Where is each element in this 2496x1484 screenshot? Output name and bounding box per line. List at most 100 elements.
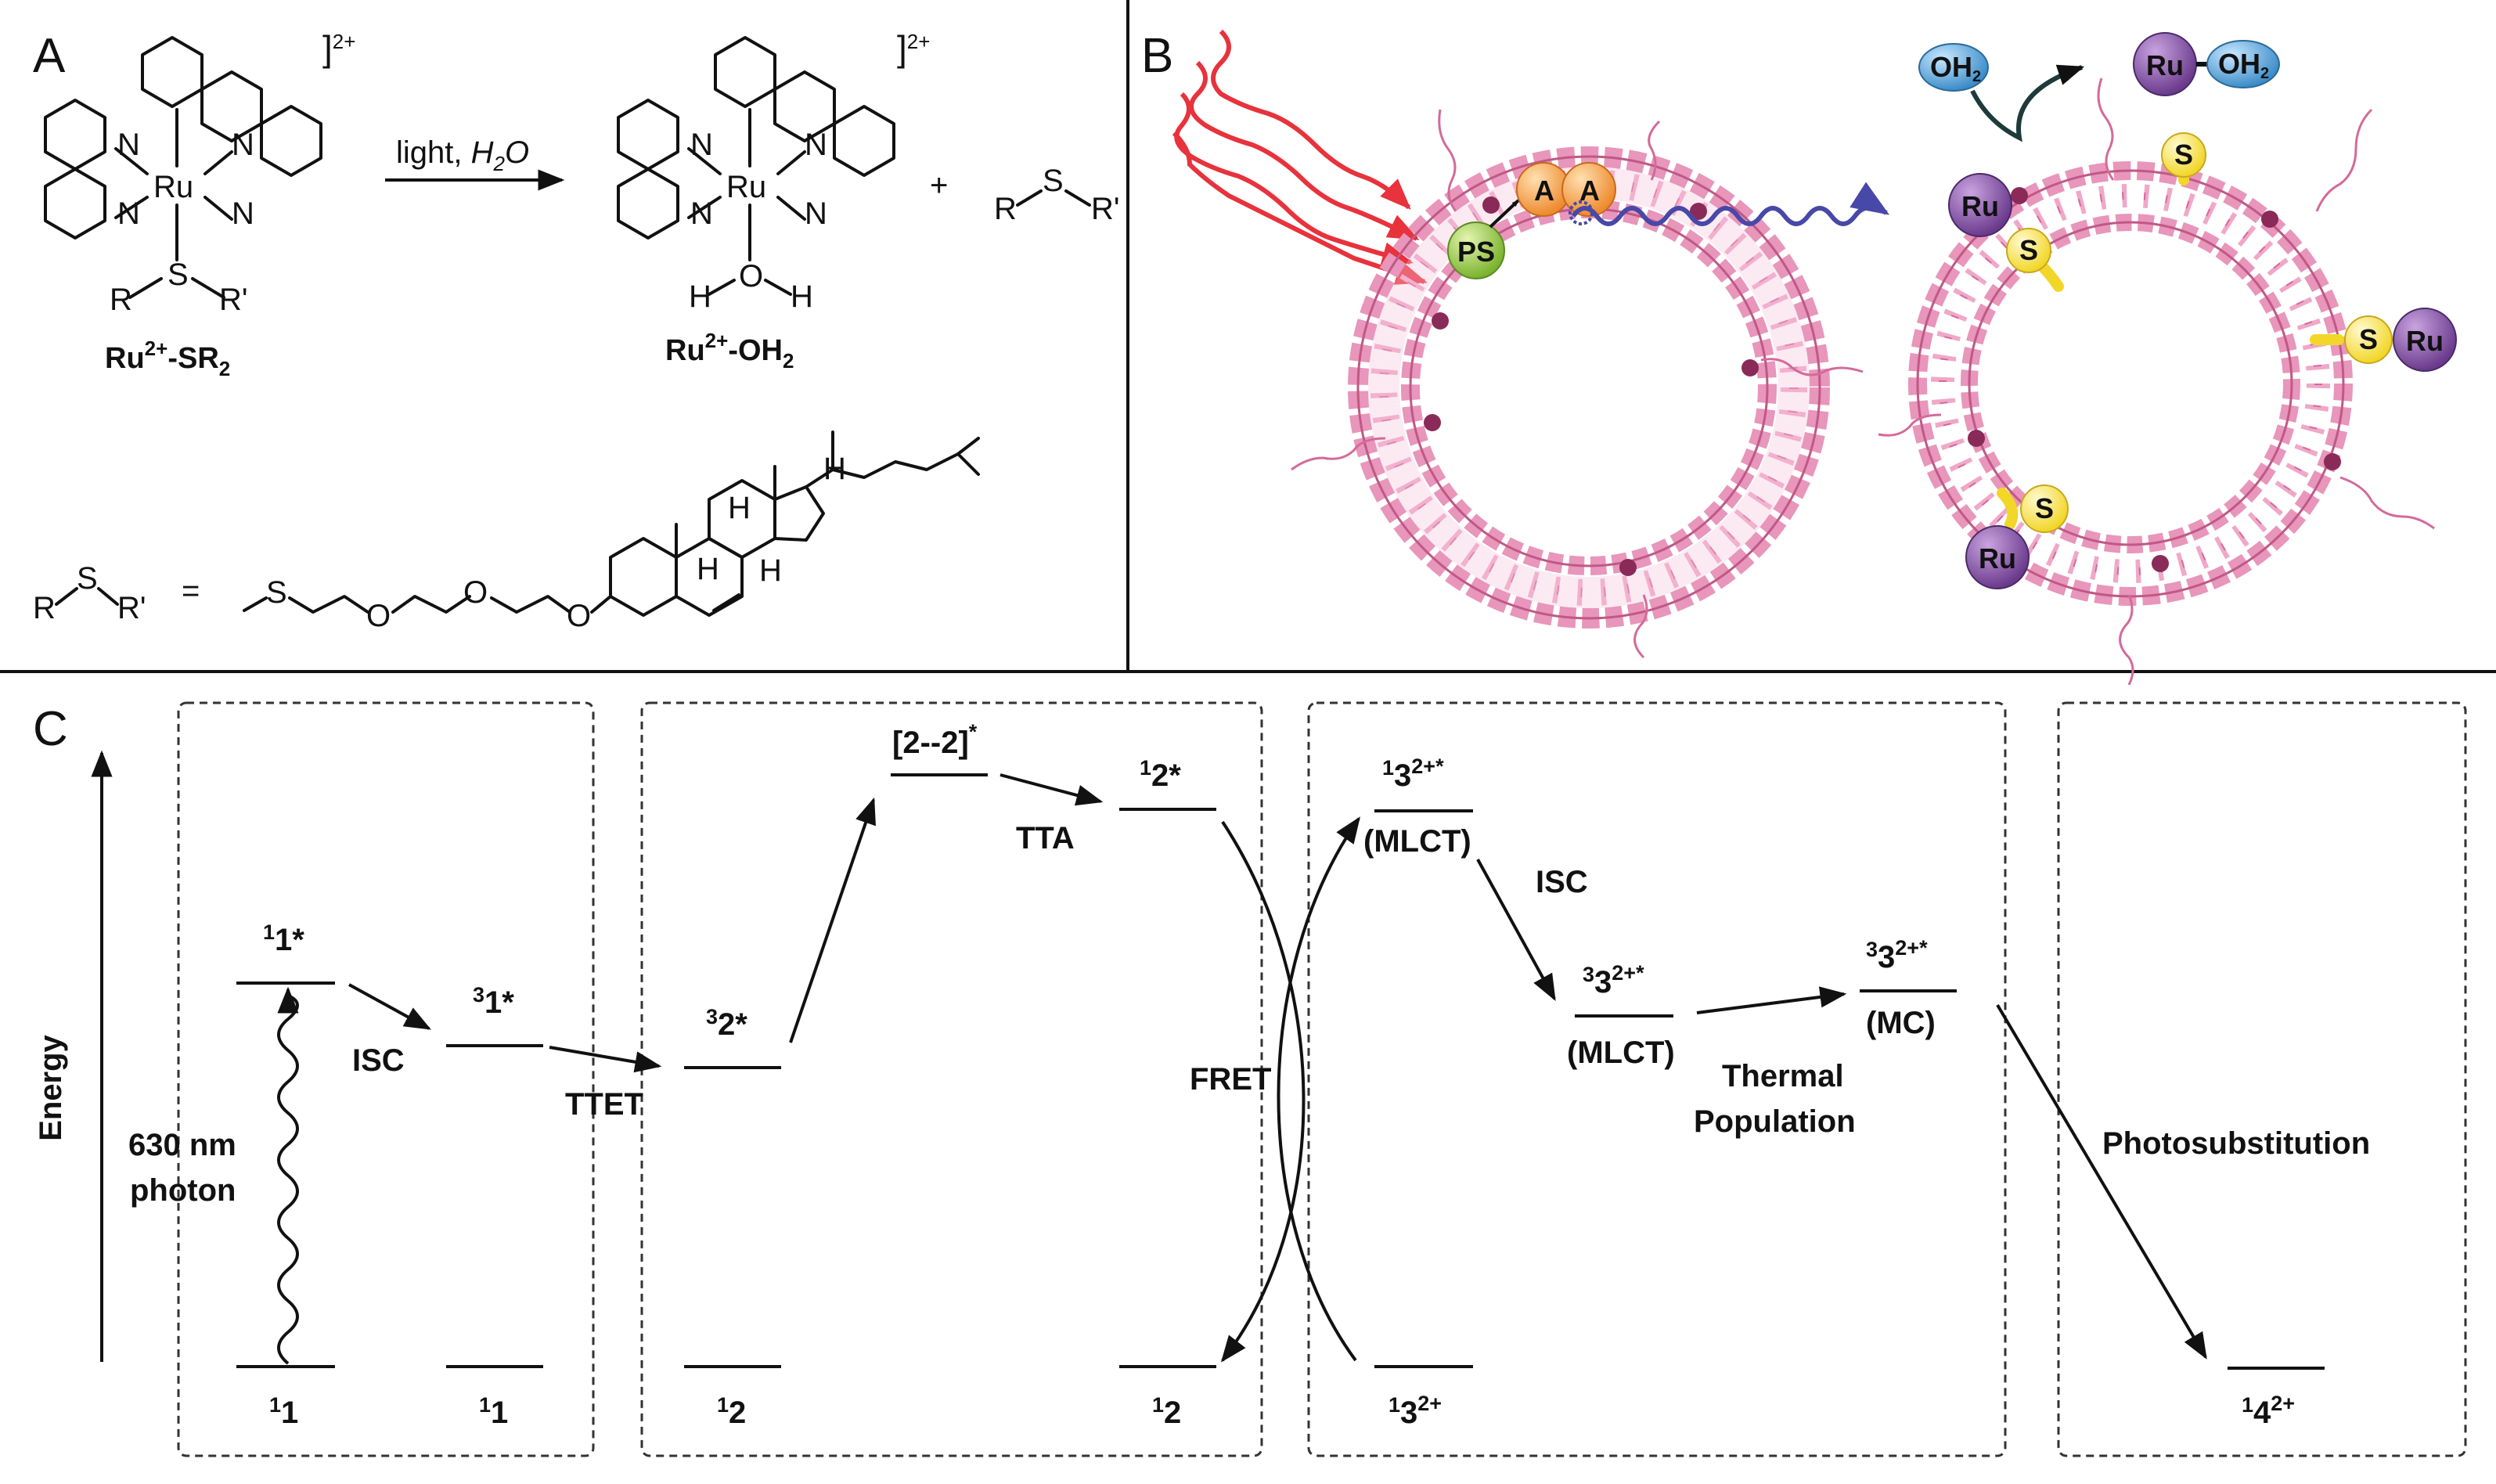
label-dimer: [2--2]* — [892, 720, 978, 760]
ru-s-right: S Ru — [2310, 308, 2457, 372]
energy-levels — [236, 773, 2325, 1370]
label-g4: 142+ — [2242, 1392, 2295, 1430]
ru-s-top-left: Ru S — [1948, 173, 2064, 292]
svg-text:OH2: OH2 — [1930, 51, 1981, 85]
isc-arrow-2 — [1476, 859, 1556, 1001]
svg-text:A: A — [1579, 175, 1600, 207]
photosubstitution-label: Photosubstitution — [2102, 1126, 2370, 1161]
pyridine-ring — [44, 99, 106, 171]
svg-text:Ru: Ru — [2406, 325, 2444, 357]
ligand-exchange-arrow — [1970, 64, 2085, 142]
photon-label-1: 630 nm — [128, 1128, 236, 1162]
atom-n: N — [690, 196, 713, 231]
atom-n: N — [805, 128, 827, 162]
energy-axis-label: Energy — [34, 1034, 68, 1140]
liposome-right — [1878, 77, 2435, 686]
atom-r-prime: R' — [219, 283, 248, 317]
panel-letter-b: B — [1141, 29, 1173, 83]
label-s2-star: 12* — [1140, 756, 1181, 793]
panel-letter-c: C — [33, 702, 68, 756]
atom-r-prime: R' — [117, 591, 146, 625]
label-s1-star: 11* — [263, 920, 304, 957]
label-t1-star: 31* — [473, 983, 514, 1020]
svg-text:Ru: Ru — [2146, 49, 2184, 81]
tta-arrow — [999, 773, 1104, 806]
isc-label-2: ISC — [1536, 865, 1588, 899]
atom-r: R — [33, 591, 56, 625]
svg-text:S: S — [2359, 323, 2378, 355]
photon-absorption-arrow — [277, 986, 299, 1365]
steroid-ring-a — [609, 537, 678, 617]
isc-label-1: ISC — [352, 1043, 405, 1078]
atom-n: N — [117, 128, 140, 162]
panel-letter-a: A — [33, 29, 66, 83]
label-g2b: 12 — [1152, 1393, 1181, 1430]
atom-o: O — [366, 599, 391, 633]
steroid-ring-d — [773, 485, 825, 542]
panel-b-liposome-scheme: PS A A — [1172, 29, 2457, 686]
pyridine-ring — [833, 105, 895, 177]
svg-text:Ru: Ru — [1979, 542, 2016, 575]
thermal-label-1: Thermal — [1722, 1059, 1844, 1093]
plus-sign: + — [930, 168, 948, 203]
ps-ball: PS — [1447, 222, 1505, 279]
box-ru-complex — [1307, 701, 2007, 1457]
upconverted-light-wave — [1571, 182, 1890, 226]
atom-ru: Ru — [726, 170, 766, 204]
photon-label-2: photon — [130, 1173, 236, 1208]
atom-n: N — [805, 196, 827, 231]
water-ball: OH2 — [1918, 43, 1989, 92]
ru-sr2-complex-structure: N N N N Ru S R R' ]2+ Ru2+-SR2 — [44, 28, 355, 380]
charge-product: ]2+ — [897, 28, 930, 69]
ru-oh2-product: Ru OH2 — [2133, 32, 2280, 96]
free-thioether: R S R' — [994, 164, 1120, 226]
panel-c-energy-diagram: Energy 11* 31* 32* [2--2]* 12* 132+* (ML… — [34, 701, 2467, 1457]
label-g1b: 11 — [479, 1393, 508, 1430]
label-g3: 132+ — [1388, 1392, 1442, 1430]
label-t2-star: 32* — [706, 1005, 747, 1042]
atom-h: H — [791, 279, 813, 314]
ttet-arrow — [549, 1046, 662, 1073]
atom-s: S — [266, 575, 287, 610]
atom-r: R — [110, 283, 132, 317]
label-t3-mlct: (MLCT) — [1567, 1036, 1675, 1070]
ttet-label: TTET — [565, 1087, 643, 1122]
equals-sign: = — [182, 574, 200, 608]
ps-to-annihilator-arrow — [1489, 199, 1520, 229]
atom-n: N — [232, 196, 254, 231]
svg-text:S: S — [2019, 234, 2038, 266]
label-ru-oh2: Ru2+-OH2 — [665, 329, 794, 373]
svg-text:A: A — [1534, 175, 1554, 207]
fret-arrow-up — [1277, 816, 1360, 1362]
atom-s: S — [167, 258, 189, 292]
s-top: S — [2161, 132, 2206, 186]
atom-r-prime: R' — [1091, 192, 1120, 226]
label-s3-mlct: (MLCT) — [1363, 824, 1471, 859]
label-t3-mc-star: 332+* — [1866, 936, 1928, 974]
svg-text:S: S — [2035, 492, 2054, 524]
photosubstitution-arrow — [1996, 1003, 2207, 1360]
label-g2a: 12 — [717, 1393, 746, 1430]
svg-text:OH2: OH2 — [2218, 48, 2269, 82]
reaction-conditions: light, H2O — [396, 135, 529, 175]
atom-h: H — [689, 279, 711, 314]
atom-n: N — [232, 128, 254, 162]
red-light-waves — [1172, 29, 1428, 285]
box-product — [2057, 701, 2467, 1457]
svg-text:Ru: Ru — [1961, 190, 1999, 222]
thermal-population-arrow — [1696, 986, 1847, 1014]
label-t3-mc: (MC) — [1866, 1006, 1936, 1040]
pyridine-ring — [260, 105, 322, 177]
atom-o: O — [463, 575, 488, 610]
fret-label: FRET — [1190, 1062, 1271, 1097]
atom-s: S — [77, 561, 98, 596]
atom-h: H — [759, 553, 782, 588]
pyridine-ring — [617, 167, 679, 240]
svg-text:PS: PS — [1457, 236, 1495, 268]
tta-up-arrow — [789, 797, 876, 1043]
fret-arrow-down — [1220, 820, 1306, 1363]
atom-h: H — [823, 452, 846, 486]
label-ru-sr2: Ru2+-SR2 — [105, 337, 230, 380]
atom-n: N — [117, 196, 140, 231]
